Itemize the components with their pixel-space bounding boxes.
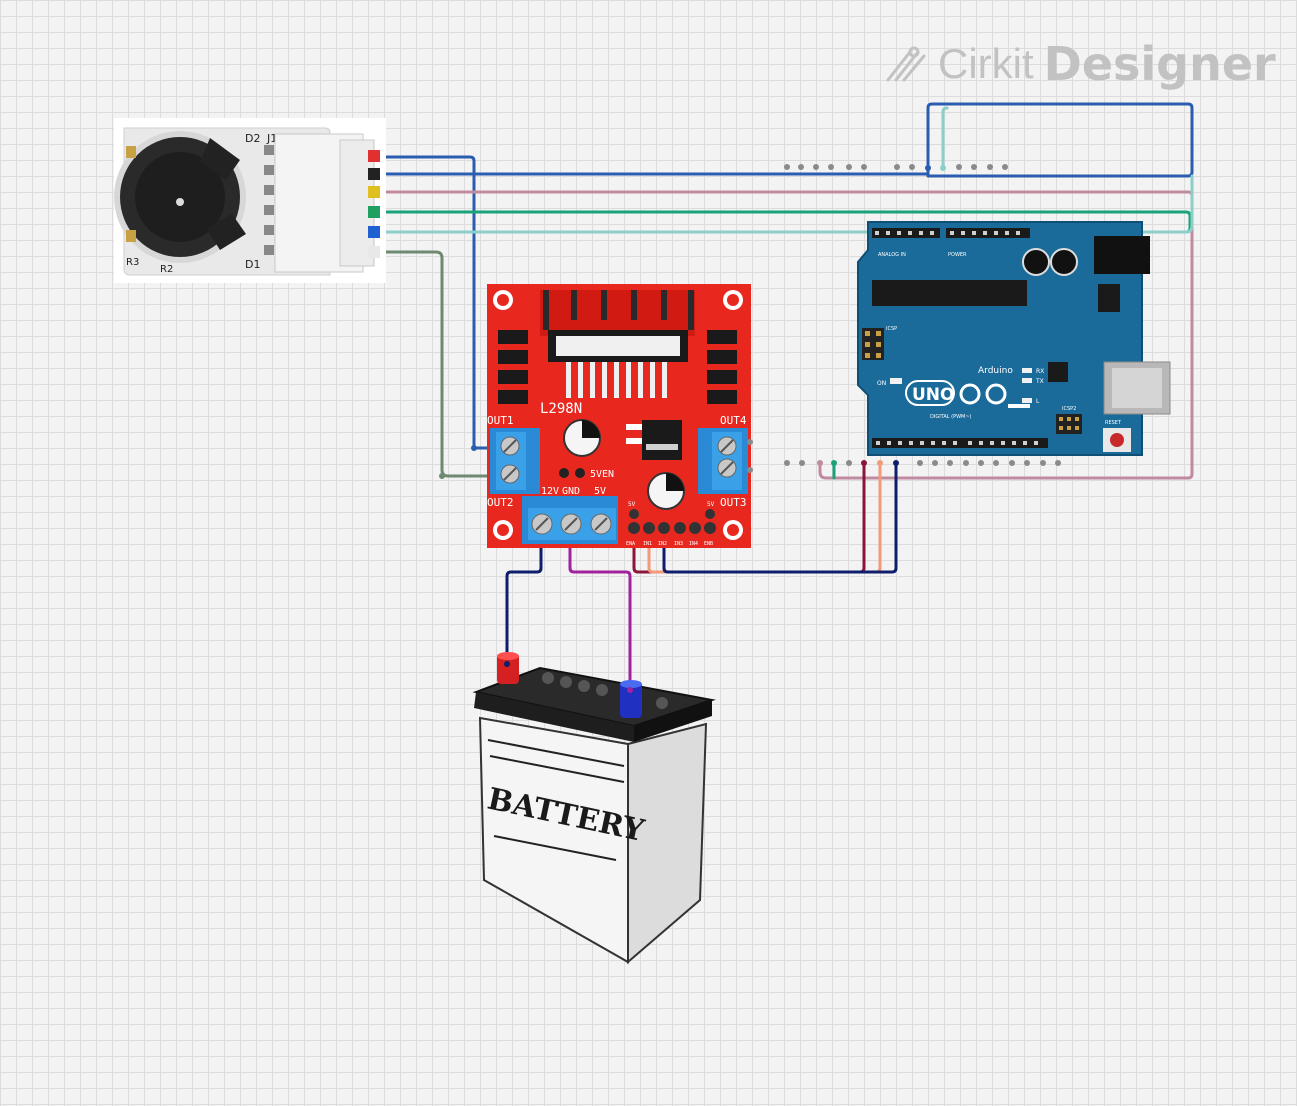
icsp2-label: ICSP2 [1062,406,1076,412]
battery-terminal-negative[interactable] [620,680,642,718]
arduino-analog-label: ANALOG IN [878,252,906,258]
led-on [890,378,902,384]
led-tx-label: TX [1035,378,1044,385]
label-out2: OUT2 [487,496,514,509]
battery[interactable]: BATTERY [472,652,716,965]
label-5v-left: 5V [628,501,636,508]
diodes-right [707,330,737,404]
terminal-out3-out4[interactable] [698,428,753,494]
arduino-capacitor-2 [1050,248,1078,276]
pin-label-in3: IN3 [674,541,683,547]
wire-gnd-to-battery-neg[interactable] [568,543,632,692]
arduino-uno[interactable]: ANALOG IN POWER ICSP Arduino UNO ON RX T… [857,221,1171,456]
arduino-brand: Arduino [978,366,1013,376]
wire-12v-to-battery-pos[interactable] [505,543,543,666]
terminal-power[interactable] [522,496,618,544]
icsp-label: ICSP [886,326,897,332]
reset-label: RESET [1105,420,1122,426]
motor-shaft [176,198,184,206]
pin-label-in1: IN1 [643,541,652,547]
arduino-model: UNO [912,385,954,405]
brand-name-cirkit: Cirkit [938,40,1034,87]
arduino-infinity-icon [959,383,1007,405]
cirkit-designer-logo: Cirkit Designer [884,34,1276,94]
led-rx-label: RX [1036,368,1044,375]
wire-motor-to-out1[interactable] [378,155,502,450]
pin-label-in2: IN2 [658,541,667,547]
arduino-header-dots-top [784,164,1008,170]
voltage-regulator [626,420,682,460]
motor-label-r3: R3 [126,257,139,268]
arduino-digital-label: DIGITAL (PWM~) [930,414,972,420]
l298n-title: L298N [540,401,582,417]
terminal-out1-out2[interactable] [490,428,540,494]
header-power [946,228,1030,238]
pin-label-in4: IN4 [689,541,698,547]
header-digital [872,438,1048,448]
wire-motor-to-out2[interactable] [378,250,502,478]
dc-power-jack[interactable] [1094,236,1150,274]
battery-terminal-positive[interactable] [497,652,519,684]
label-5v-right: 5V [707,501,715,508]
diodes-left [498,330,528,404]
cirkit-logo-icon [886,46,926,82]
label-5ven: 5VEN [590,469,614,480]
motor-label-d2: D2 [245,132,260,145]
led-on-label: ON [877,380,886,387]
atmega-chip [872,280,1027,306]
header-analog [872,228,940,238]
heatsink [540,290,695,398]
motor-module[interactable]: D2 J1 D1 R2 R3 [114,118,386,283]
brand-name-designer: Designer [1043,37,1276,91]
l298n-driver[interactable]: L298N OUT1 OUT4 OUT2 OUT3 5VEN [487,284,753,548]
label-out3: OUT3 [720,496,747,509]
label-gnd: GND [562,486,580,497]
label-5v: 5V [594,486,606,497]
label-out1: OUT1 [487,414,514,427]
pin-label-ena: ENA [626,541,635,547]
wire-ena-to-arduino[interactable] [662,461,898,574]
label-out4: OUT4 [720,414,747,427]
motor-label-j1: J1 [266,132,277,145]
led-l-label: L [1036,398,1040,405]
arduino-header-dots-bottom [784,460,1061,466]
label-12v: 12V [541,486,559,497]
motor-label-d1: D1 [245,258,260,271]
pin-label-enb: ENB [704,541,713,547]
wires [378,102,1194,692]
arduino-capacitor-1 [1022,248,1050,276]
wire-motor-to-arduino-gnd[interactable] [378,106,1194,234]
motor-label-r2: R2 [160,264,173,275]
arduino-power-label: POWER [948,252,967,258]
control-header[interactable] [628,509,716,534]
